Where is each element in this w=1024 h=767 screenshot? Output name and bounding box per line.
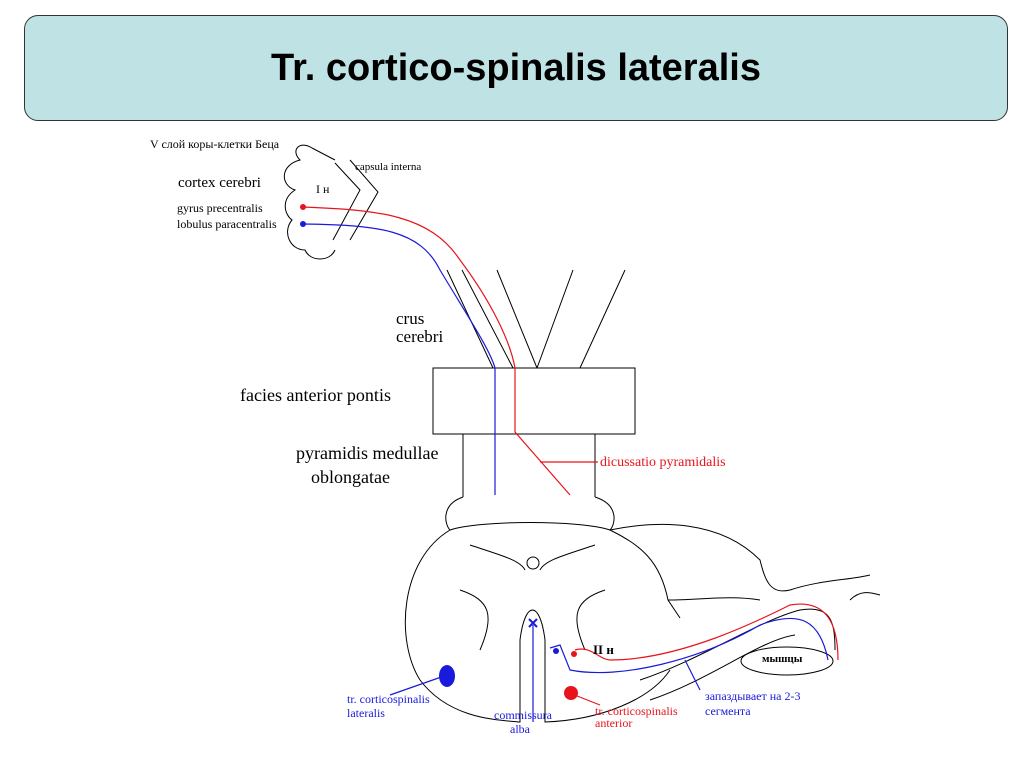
capsula-interna-inner [332, 162, 361, 241]
crus-cerebri-v [496, 269, 626, 370]
title-box: Tr. cortico-spinalis lateralis [24, 15, 1008, 121]
label-anterior-2: anterior [595, 716, 633, 730]
motor-neuron-red [571, 651, 577, 657]
label-anterior-1: tr. corticospinalis [595, 704, 678, 718]
ventral-root [609, 523, 871, 592]
label-cerebri: cerebri [396, 327, 444, 346]
red-motor-fiber [574, 603, 839, 661]
label-oblongatae: oblongatae [311, 467, 390, 487]
label-delay-1: запаздывает на 2-3 [705, 689, 801, 703]
lateralis-pointer [389, 674, 448, 696]
label-pyramidis: pyramidis medullae [296, 443, 439, 463]
muscle-ellipse [740, 646, 834, 676]
pons-box [432, 367, 636, 435]
capsula-interna-outer [349, 159, 379, 241]
label-lobulus: lobulus paracentralis [177, 217, 277, 231]
blue-tract [302, 223, 496, 495]
label-lateralis-2: lateralis [347, 706, 385, 720]
medulla [462, 434, 596, 497]
anterior-tract-mark [564, 686, 578, 700]
label-betz: V слой коры-клетки Беца [150, 137, 280, 151]
label-cortex: cortex cerebri [178, 175, 261, 191]
label-neuron2: II н [593, 642, 614, 657]
cortex-red-neuron [300, 204, 306, 210]
lateralis-tract-mark [439, 665, 455, 687]
label-decussatio: dicussatio pyramidalis [600, 455, 726, 470]
page-title: Tr. cortico-spinalis lateralis [271, 46, 761, 89]
label-muscles: мышцы [762, 653, 803, 665]
label-commissura-2: alba [510, 722, 530, 736]
central-canal [526, 556, 540, 570]
label-capsula: capsula interna [355, 161, 422, 173]
label-lateralis-1: tr. corticospinalis [347, 692, 430, 706]
red-tract [302, 206, 571, 496]
label-pons: facies anterior pontis [240, 385, 391, 405]
label-commissura-1: commissura [494, 708, 552, 722]
grey-matter [459, 544, 606, 651]
label-neuron1: I н [316, 182, 330, 196]
spinal-cord [404, 496, 671, 723]
label-crus: crus [396, 309, 425, 328]
cortex-cloud [283, 144, 336, 260]
label-delay-2: сегмента [705, 704, 751, 718]
delay-pointer [684, 659, 701, 691]
crossing-x-mark [528, 618, 538, 628]
blue-motor-fiber [549, 617, 829, 674]
motor-neuron-blue [553, 648, 559, 654]
label-gyrus: gyrus precentralis [177, 201, 263, 215]
cortex-blue-neuron [300, 221, 306, 227]
